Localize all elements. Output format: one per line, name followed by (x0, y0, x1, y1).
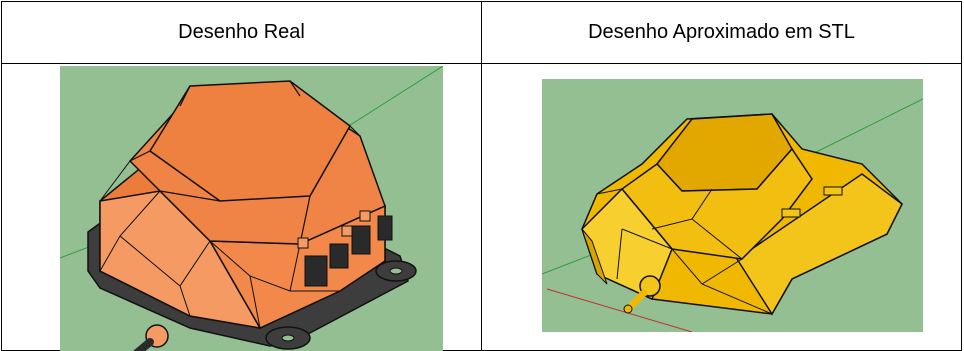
stl-drawing-render (542, 79, 923, 332)
header-real-drawing: Desenho Real (1, 1, 482, 64)
cell-real-image (1, 63, 482, 351)
cell-stl-image (481, 63, 962, 351)
header-stl-drawing: Desenho Aproximado em STL (481, 1, 962, 64)
real-drawing-render (60, 66, 443, 351)
orange-enclosure-image (60, 66, 443, 351)
yellow-enclosure-image (542, 79, 923, 332)
